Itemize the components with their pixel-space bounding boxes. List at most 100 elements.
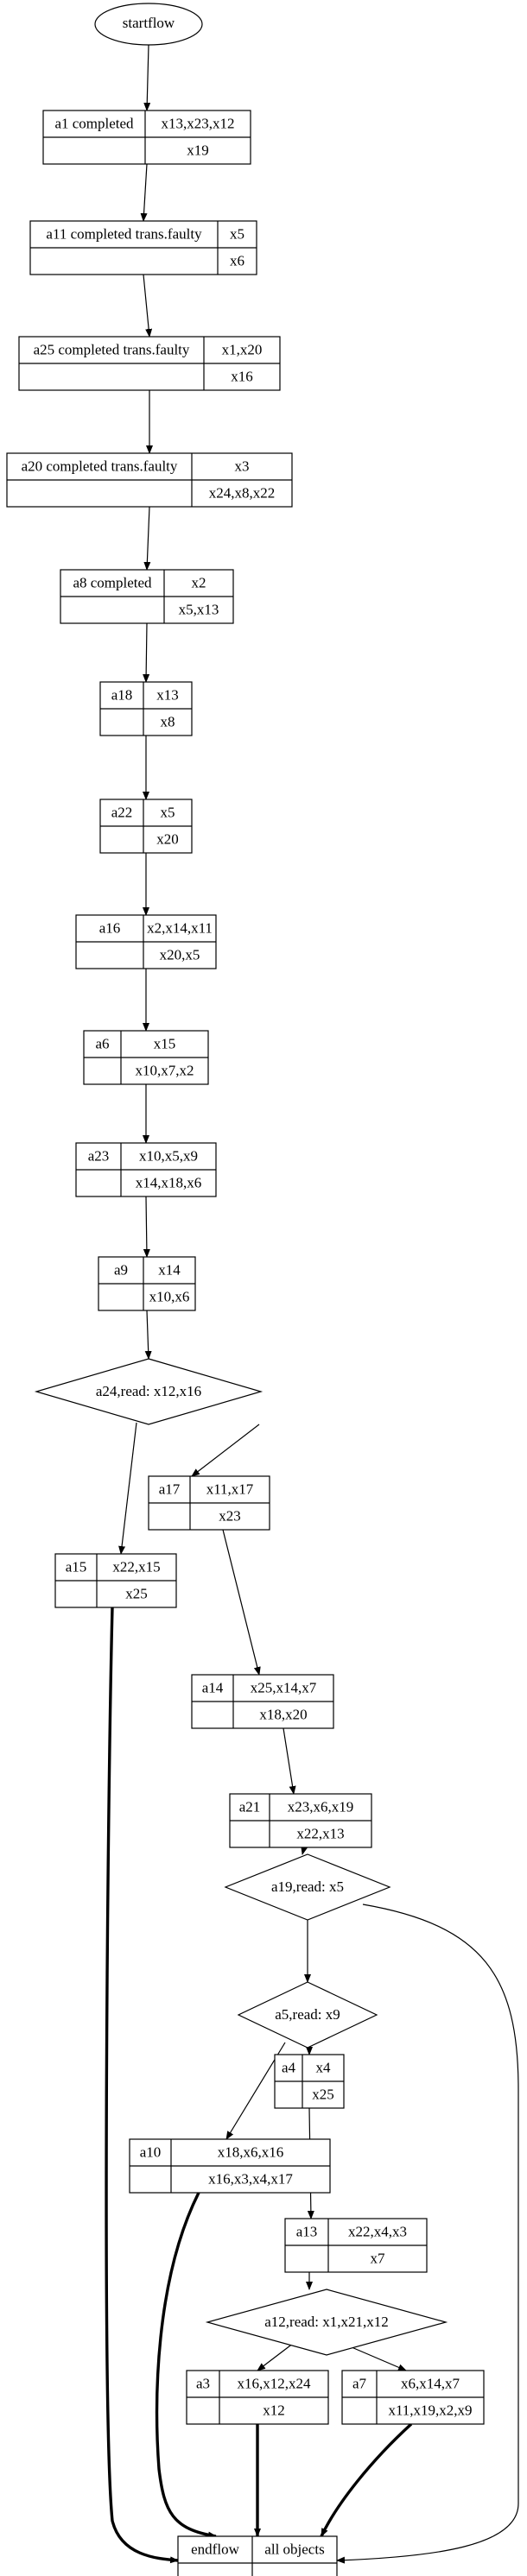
record-node-a25: a25 completed trans.faulty x1,x20 x16	[18, 336, 281, 391]
record-bottom-value: x23	[219, 1507, 241, 1524]
record-top-value: x13	[156, 686, 179, 703]
record-label: a7	[352, 2375, 367, 2391]
edge-a15-to-end	[105, 1607, 179, 2564]
record-bottom-value: x16,x3,x4,x17	[208, 2170, 293, 2187]
record-bottom-value: x20,x5	[160, 946, 200, 963]
record-top-value: x5	[161, 804, 175, 820]
record-top-value: x2,x14,x11	[147, 919, 213, 936]
record-node-a3: a3 x16,x12,x24 x12	[186, 2370, 329, 2425]
record-node-a10: a10 x18,x6,x16 x16,x3,x4,x17	[129, 2138, 331, 2194]
record-label: a22	[111, 804, 133, 820]
record-top-value: x22,x4,x3	[348, 2223, 407, 2239]
decision-diamond	[237, 1981, 378, 2049]
record-label: a13	[296, 2223, 318, 2239]
record-bottom-value: x11,x19,x2,x9	[388, 2402, 472, 2418]
start-label: startflow	[123, 15, 175, 31]
record-top-value: x25,x14,x7	[251, 1679, 317, 1695]
record-label: a18	[111, 686, 133, 703]
record-label: a21	[239, 1798, 261, 1815]
record-label: a16	[99, 919, 121, 936]
edges	[105, 44, 519, 2564]
edge-a23-to-a9	[143, 1196, 150, 1258]
record-label: a20 completed trans.faulty	[22, 458, 178, 474]
record-top-value: x11,x17	[206, 1481, 254, 1497]
edge-a24-to-a15	[118, 1422, 137, 1555]
edge-a21-to-a19	[301, 1846, 308, 1855]
decision-node-a5: a5,read: x9	[237, 1981, 378, 2049]
record-node-a17: a17 x11,x17 x23	[148, 1475, 270, 1531]
record-top-value: x1,x20	[222, 341, 263, 357]
decision-diamond	[34, 1358, 264, 1425]
record-label: a14	[202, 1679, 224, 1695]
record-bottom-value: x6	[230, 252, 244, 268]
record-bottom-value: x7	[371, 2250, 386, 2266]
record-node-a7: a7 x6,x14,x7 x11,x19,x2,x9	[341, 2370, 485, 2425]
start-node: startflow	[94, 3, 203, 46]
start-ellipse	[94, 3, 203, 46]
edge-a12-to-a3	[257, 2342, 295, 2371]
record-top-value: x18,x6,x16	[218, 2144, 284, 2160]
edge-a11-to-a25	[143, 274, 153, 338]
record-label: a15	[66, 1558, 87, 1575]
record-label: a11 completed trans.faulty	[46, 225, 202, 242]
record-top-value: x15	[154, 1035, 176, 1051]
decision-node-a12: a12,read: x1,x21,x12	[205, 2289, 448, 2356]
decision-diamond	[205, 2289, 448, 2356]
record-top-value: x5	[230, 225, 244, 242]
record-node-a21: a21 x23,x6,x19 x22,x13	[229, 1793, 372, 1848]
record-bottom-value: x22,x13	[296, 1825, 344, 1841]
record-node-a18: a18 x13 x8	[99, 681, 193, 736]
edge-a12-to-a7	[345, 2344, 407, 2371]
record-bottom-value: x25	[312, 2086, 334, 2102]
end-label: endflow	[191, 2541, 239, 2557]
record-node-a11: a11 completed trans.faulty x5 x6	[29, 220, 257, 275]
record-label: a8 completed	[73, 574, 152, 590]
record-node-a22: a22 x5 x20	[99, 799, 193, 854]
record-label: a23	[88, 1147, 110, 1164]
edge-a20-to-a8	[143, 506, 151, 571]
decision-label: a24,read: x12,x16	[96, 1383, 201, 1399]
record-label: a10	[140, 2144, 162, 2160]
record-bottom-value: x8	[161, 713, 175, 729]
record-bottom-value: x16	[231, 368, 253, 384]
record-top-value: x22,x15	[112, 1558, 160, 1575]
record-bottom-value: x18,x20	[259, 1706, 307, 1722]
decision-node-a24: a24,read: x12,x16	[34, 1358, 264, 1425]
record-bottom-value: x24,x8,x22	[209, 484, 276, 501]
record-top-value: x13,x23,x12	[162, 115, 235, 131]
decision-diamond	[224, 1853, 391, 1921]
record-node-a16: a16 x2,x14,x11 x20,x5	[75, 914, 217, 969]
record-bottom-value: x10,x7,x2	[136, 1062, 194, 1078]
record-label: a6	[95, 1035, 109, 1051]
edge-a1-to-a11	[140, 163, 148, 222]
edge-a7-to-end	[320, 2422, 413, 2537]
decision-node-a19: a19,read: x5	[224, 1853, 391, 1921]
record-top-value: x3	[235, 458, 250, 474]
record-bottom-value: x5,x13	[179, 601, 219, 617]
record-top-value: x6,x14,x7	[401, 2375, 460, 2391]
record-bottom-value: x19	[187, 142, 209, 158]
record-top-value: x23,x6,x19	[288, 1798, 354, 1815]
record-top-value: x16,x12,x24	[238, 2375, 312, 2391]
decision-label: a12,read: x1,x21,x12	[264, 2314, 389, 2330]
record-bottom-value: x12	[263, 2402, 285, 2418]
record-node-a20: a20 completed trans.faulty x3 x24,x8,x22	[6, 452, 293, 508]
record-label: a3	[196, 2375, 210, 2391]
record-top-value: x4	[316, 2059, 332, 2075]
edge-a14-to-a21	[283, 1727, 296, 1795]
edge-a8-to-a18	[143, 622, 150, 683]
edge-start-to-a1	[143, 44, 151, 111]
record-node-a13: a13 x22,x4,x3 x7	[284, 2218, 428, 2273]
record-bottom-value: x10,x6	[149, 1288, 190, 1304]
record-top-value: x2	[192, 574, 206, 590]
record-label: a25 completed trans.faulty	[34, 341, 190, 357]
edge-a9-to-a24	[144, 1310, 152, 1360]
record-bottom-value: x20	[156, 830, 179, 847]
record-label: a17	[159, 1481, 181, 1497]
